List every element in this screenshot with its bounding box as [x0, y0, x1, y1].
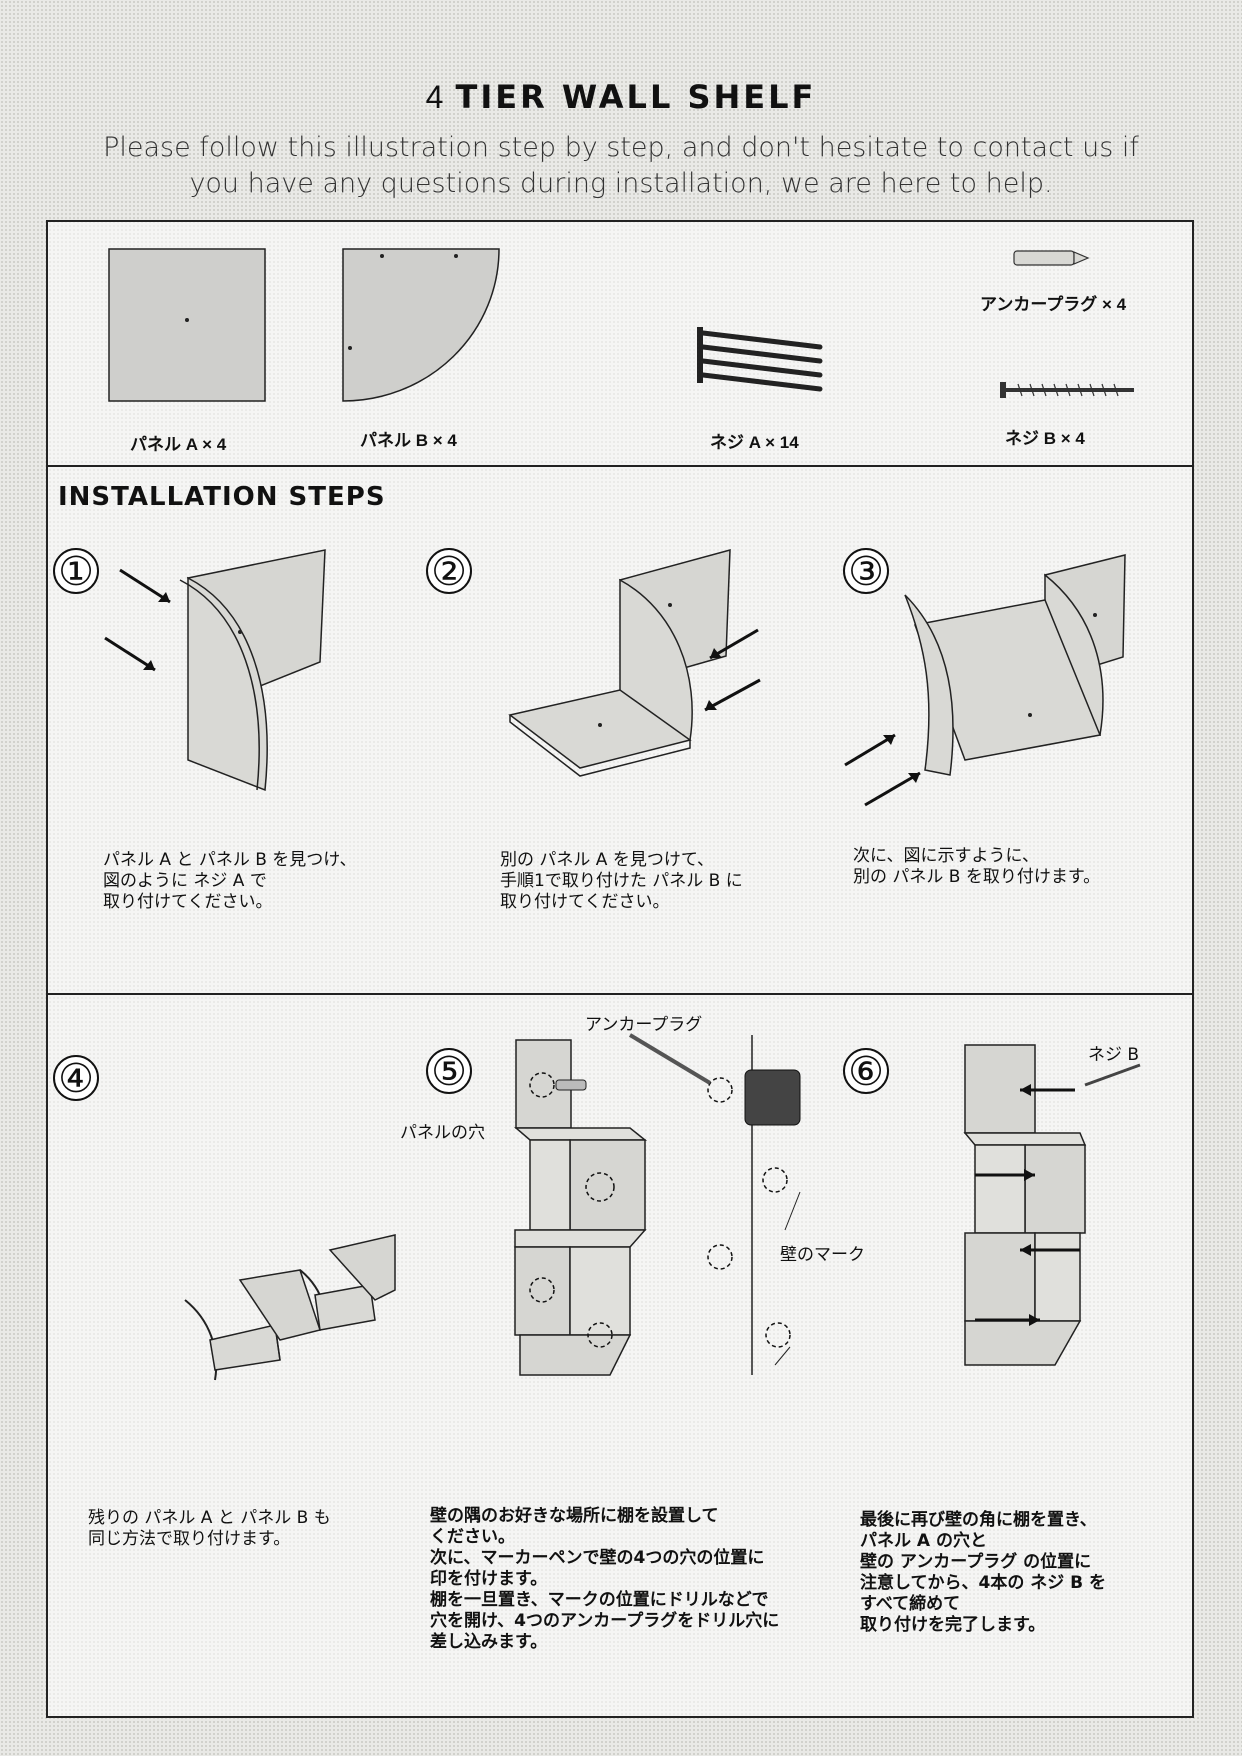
step-2-number: ② [426, 548, 472, 594]
step-2-line: 取り付けてください。 [500, 892, 670, 912]
panel-hole-annotation: パネルの穴 [400, 1123, 485, 1143]
step-5-line: 次に、マーカーペンで壁の4つの穴の位置に [430, 1548, 765, 1568]
title-text: TIER WALL SHELF [455, 78, 817, 116]
divider-parts [46, 465, 1194, 467]
subtitle-line-2: you have any questions during installati… [189, 168, 1053, 199]
step-3-line: 次に、図に示すように、 [853, 846, 1039, 866]
step-6-number: ⑥ [843, 1048, 889, 1094]
panel-a-label: パネル A × 4 [130, 435, 227, 454]
panel-b-illustration [342, 248, 500, 402]
panel-b-label: パネル B × 4 [360, 431, 457, 450]
step-1-line: パネル A と パネル B を見つけ、 [103, 850, 357, 870]
step-4-line: 同じ方法で取り付けます。 [88, 1529, 291, 1549]
step-1-illustration [104, 549, 326, 792]
instruction-frame [46, 220, 1194, 1718]
step-5-line: 穴を開け、4つのアンカープラグをドリル穴に [430, 1611, 780, 1631]
screw-b-illustration [1000, 382, 1134, 398]
panel-a-illustration [108, 248, 266, 402]
step-6-line: 注意してから、4本の ネジ B を [860, 1573, 1107, 1593]
step-2-illustration [508, 549, 761, 777]
step-5-line: 壁の隅のお好きな場所に棚を設置して [430, 1506, 719, 1526]
step-6-line: パネル A の穴と [860, 1531, 987, 1551]
step-5-line: ください。 [430, 1527, 515, 1547]
anchor-plug-illustration [1013, 250, 1090, 266]
step-6-line: 壁の アンカープラグ の位置に [860, 1552, 1092, 1572]
step-2-text: 別の パネル A を見つけて、 手順1で取り付けた パネル B に 取り付けてく… [500, 850, 743, 913]
screw-b-annotation: ネジ B [1088, 1045, 1140, 1065]
step-5-line: 棚を一旦置き、マークの位置にドリルなどで [430, 1590, 769, 1610]
step-1-line: 図のように ネジ A で [103, 871, 267, 891]
step-5-illustration [513, 1033, 801, 1376]
anchor-plug-label: アンカープラグ × 4 [980, 295, 1127, 314]
step-1-text: パネル A と パネル B を見つけ、 図のように ネジ A で 取り付けてくだ… [103, 850, 356, 913]
installation-steps-heading: INSTALLATION STEPS [58, 482, 386, 512]
divider-steps [46, 993, 1194, 995]
page-title: 4 TIER WALL SHELF [0, 78, 1242, 116]
step-2-line: 手順1で取り付けた パネル B に [500, 871, 743, 891]
screw-b-label: ネジ B × 4 [1005, 429, 1085, 448]
subtitle-line-1: Please follow this illustration step by … [103, 132, 1139, 163]
step-1-number: ① [53, 548, 99, 594]
subtitle: Please follow this illustration step by … [100, 130, 1142, 202]
step-6-line: 最後に再び壁の角に棚を置き、 [860, 1510, 1097, 1530]
step-3-illustration [844, 554, 1126, 807]
step-5-line: 差し込みます。 [430, 1632, 548, 1652]
screw-a-illustration [697, 327, 823, 392]
step-6-line: すべて締めて [860, 1594, 961, 1614]
step-5-line: 印を付けます。 [430, 1569, 548, 1589]
anchor-plug-annotation: アンカープラグ [585, 1015, 703, 1035]
step-4-illustration [184, 1234, 396, 1381]
screw-a-label: ネジ A × 14 [710, 433, 799, 452]
step-1-line: 取り付けてください。 [103, 892, 273, 912]
step-4-text: 残りの パネル A と パネル B も 同じ方法で取り付けます。 [88, 1508, 331, 1550]
wall-mark-annotation: 壁のマーク [780, 1245, 865, 1265]
step-5-text: 壁の隅のお好きな場所に棚を設置して ください。 次に、マーカーペンで壁の4つの穴… [430, 1506, 779, 1653]
step-6-illustration [963, 1044, 1141, 1366]
step-6-text: 最後に再び壁の角に棚を置き、 パネル A の穴と 壁の アンカープラグ の位置に… [860, 1510, 1106, 1636]
step-3-line: 別の パネル B を取り付けます。 [853, 867, 1101, 887]
step-3-text: 次に、図に示すように、 別の パネル B を取り付けます。 [853, 846, 1100, 888]
step-5-number: ⑤ [426, 1048, 472, 1094]
step-6-line: 取り付けを完了します。 [860, 1615, 1046, 1635]
step-4-line: 残りの パネル A と パネル B も [88, 1508, 331, 1528]
step-2-line: 別の パネル A を見つけて、 [500, 850, 714, 870]
step-3-number: ③ [843, 548, 889, 594]
step-4-number: ④ [53, 1055, 99, 1101]
title-number: 4 [425, 79, 445, 115]
